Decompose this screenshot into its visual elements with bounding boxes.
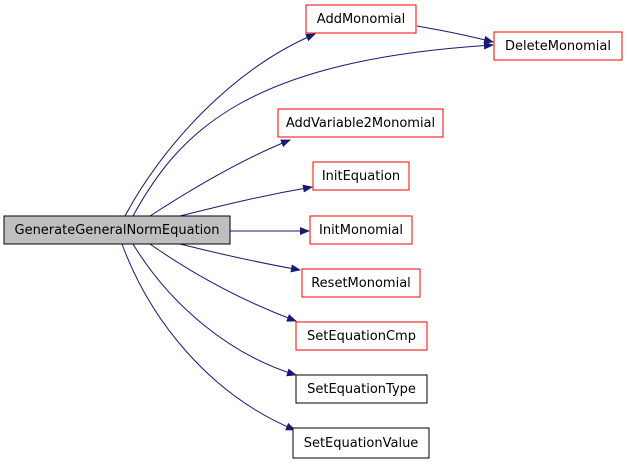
node-init-monomial[interactable]: InitMonomial <box>309 215 413 245</box>
node-add-variable2-monomial[interactable]: AddVariable2Monomial <box>277 108 444 138</box>
node-label: GenerateGeneralNormEquation <box>15 223 220 238</box>
node-init-equation[interactable]: InitEquation <box>312 161 410 191</box>
edge-root-to-set-equation-cmp <box>149 243 297 322</box>
node-label: AddVariable2Monomial <box>286 116 435 131</box>
node-generate-general-norm-equation[interactable]: GenerateGeneralNormEquation <box>3 215 231 245</box>
edge-root-to-delete-monomial <box>132 41 494 217</box>
node-label: InitMonomial <box>319 223 403 238</box>
edge-root-to-set-equation-type <box>132 243 297 377</box>
node-add-monomial[interactable]: AddMonomial <box>305 4 417 34</box>
node-label: ResetMonomial <box>311 276 411 291</box>
node-label: SetEquationType <box>307 382 416 397</box>
edges <box>121 25 494 431</box>
edge-add-monomial-to-delete-monomial <box>416 25 494 44</box>
node-label: SetEquationValue <box>304 436 419 451</box>
node-label: SetEquationCmp <box>307 329 416 344</box>
edge-root-to-set-equation-value <box>121 243 296 431</box>
node-set-equation-type[interactable]: SetEquationType <box>295 374 428 404</box>
edge-root-to-reset-monomial <box>179 243 301 273</box>
node-label: DeleteMonomial <box>505 39 611 54</box>
node-label: InitEquation <box>322 169 400 184</box>
edge-root-to-add-monomial <box>124 33 316 217</box>
edge-root-to-add-variable2-monomial <box>149 139 291 217</box>
edge-root-to-init-equation <box>179 184 313 217</box>
node-delete-monomial[interactable]: DeleteMonomial <box>493 31 623 61</box>
node-set-equation-value[interactable]: SetEquationValue <box>292 427 430 459</box>
node-set-equation-cmp[interactable]: SetEquationCmp <box>295 321 428 351</box>
node-label: AddMonomial <box>317 12 405 27</box>
node-reset-monomial[interactable]: ResetMonomial <box>301 268 421 298</box>
